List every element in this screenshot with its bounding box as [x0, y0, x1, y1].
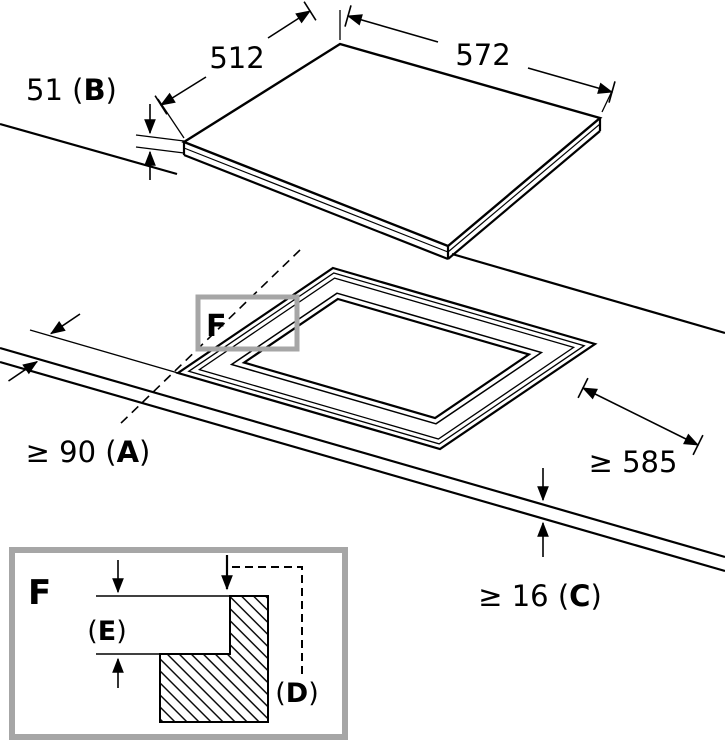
hob-bottom-edge-right — [447, 130, 601, 260]
dim-585-tick-a — [577, 377, 589, 399]
dim-51B-extension-bottom — [135, 146, 185, 154]
dim-512: 512 — [154, 1, 317, 139]
detail-marker-frame — [195, 294, 300, 352]
detail-marker-label: F — [206, 309, 227, 344]
dim-51B-extension-top — [135, 134, 185, 142]
cutout-step-line-2 — [197, 277, 576, 440]
dim-572-line-b — [527, 67, 614, 94]
dim-572: 572 — [339, 5, 616, 113]
dim-16C: ≥ 16 (C) — [478, 468, 602, 613]
dim-585-tick-b — [692, 434, 704, 456]
dim-512-tick-b — [303, 1, 317, 21]
worktop-front-edge-bottom — [0, 360, 725, 573]
dim-51B-label: 51 (B) — [26, 73, 117, 107]
detail-view-title: F — [28, 573, 51, 613]
detail-label-E: (E) — [87, 616, 127, 647]
dim-90A-label: ≥ 90 (A) — [26, 435, 151, 469]
worktop-rear-edge-right — [451, 252, 725, 335]
cutout-step-line-1 — [187, 272, 586, 445]
dim-572-line-a — [346, 14, 439, 43]
detail-marker-box: F — [195, 294, 300, 352]
hob-bottom-edge-left — [183, 153, 449, 261]
hob-edge-line-right — [447, 123, 601, 253]
hob-edge-line-left — [183, 147, 449, 253]
cutout-outer-edge — [175, 266, 598, 451]
detail-hob-outline-dashed — [232, 566, 303, 677]
worktop-cutout — [175, 266, 598, 451]
cutout-inner-ledge — [229, 292, 544, 425]
dim-90A-arrow-upper — [50, 313, 81, 335]
detail-label-D: (D) — [275, 678, 319, 709]
dim-90A: ≥ 90 (A) — [8, 313, 151, 469]
detail-worktop-section — [159, 595, 269, 723]
dim-585-label: ≥ 585 — [589, 445, 678, 479]
dim-16C-label: ≥ 16 (C) — [478, 579, 602, 613]
dim-512-label: 512 — [209, 41, 264, 75]
dim-585: ≥ 585 — [577, 377, 704, 479]
dim-90A-arrow-lower — [8, 361, 38, 382]
dim-585-line — [581, 387, 700, 446]
cutout-edge-extension-line — [29, 329, 179, 374]
dim-572-tick-b — [608, 81, 616, 103]
dim-512-line-a — [159, 76, 207, 106]
cutout-opening-edge — [241, 297, 532, 420]
detail-view: F (E) (D) — [9, 547, 348, 740]
dim-512-tick-a — [154, 95, 168, 115]
dim-512-line-b — [267, 10, 312, 39]
worktop-front-edge-top — [0, 346, 725, 559]
hob — [181, 42, 603, 261]
dim-572-tick-a — [344, 5, 352, 27]
dim-51B: 51 (B) — [26, 73, 185, 180]
dim-572-label: 572 — [455, 38, 510, 72]
projection-dashed-line — [117, 249, 301, 427]
